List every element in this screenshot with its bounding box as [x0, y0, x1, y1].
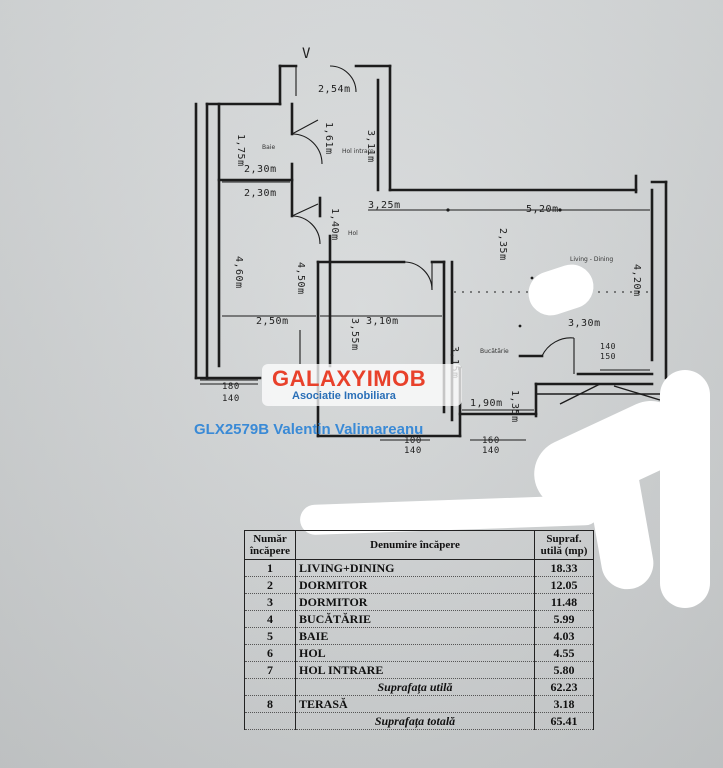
- dim-text: 3,30m: [568, 318, 601, 329]
- dim-text: 5,20m: [526, 204, 559, 215]
- dim-text: 150: [600, 352, 616, 361]
- header-room-number: Număr încăpere: [244, 530, 296, 560]
- redaction-blot: [660, 370, 710, 608]
- dim-text: 4,50m: [295, 262, 306, 295]
- dim-text: 3,25m: [368, 200, 401, 211]
- dim-text: 2,30m: [244, 164, 277, 175]
- dim-text: 1,40m: [329, 208, 340, 241]
- dim-text: 2,30m: [244, 188, 277, 199]
- dim-text: 4,20m: [631, 264, 642, 297]
- watermark-brand: GALAXYIMOB: [272, 366, 427, 391]
- dim-text: 140: [404, 446, 422, 456]
- dim-text: 140: [600, 342, 616, 351]
- room-label-living: Living - Dining: [570, 256, 614, 263]
- watermark-subtitle: Asociatie Imobiliara: [292, 390, 396, 402]
- room-label-hol-intrare: Hol intrare: [342, 148, 374, 155]
- dim-text: 1,90m: [470, 398, 503, 409]
- dim-text: 100: [404, 436, 422, 446]
- dim-text: 2,54m: [318, 84, 351, 95]
- subtotal-label: Suprafața utilă: [295, 678, 535, 696]
- total-value: 65.41: [534, 712, 594, 730]
- dim-text: 140: [482, 446, 500, 456]
- room-label-baie: Baie: [262, 144, 276, 151]
- dim-text: 160: [482, 436, 500, 446]
- dim-text: 180: [222, 382, 240, 392]
- watermark-logo-backdrop: [262, 364, 462, 406]
- room-label-bucatarie: Bucătărie: [480, 348, 509, 355]
- dim-text: 3,10m: [366, 316, 399, 327]
- total-label: Suprafața totală: [295, 712, 535, 730]
- header-room-name: Denumire încăpere: [295, 530, 535, 560]
- north-arrow: V: [302, 46, 311, 62]
- dim-text: 4,60m: [233, 256, 244, 289]
- table-header-row: Număr încăpere Denumire încăpere Supraf.…: [244, 530, 594, 560]
- dim-text: 3,11m: [365, 130, 376, 163]
- dim-text: 3,55m: [349, 318, 360, 351]
- subtotal-value: 62.23: [534, 678, 594, 696]
- dim-text: 1,75m: [235, 134, 246, 167]
- header-useful-area: Supraf. utilă (mp): [534, 530, 594, 560]
- dim-text: 1,61m: [323, 122, 334, 155]
- room-area-table: Număr încăpere Denumire încăpere Supraf.…: [244, 530, 594, 730]
- watermark-reference: GLX2579B Valentin Valimareanu: [194, 421, 424, 438]
- room-label-hol: Hol: [348, 230, 358, 237]
- dim-text: 2,35m: [497, 228, 508, 261]
- dim-text: 1,35m: [509, 390, 520, 423]
- dim-text: 2,50m: [256, 316, 289, 327]
- dim-text: 140: [222, 394, 240, 404]
